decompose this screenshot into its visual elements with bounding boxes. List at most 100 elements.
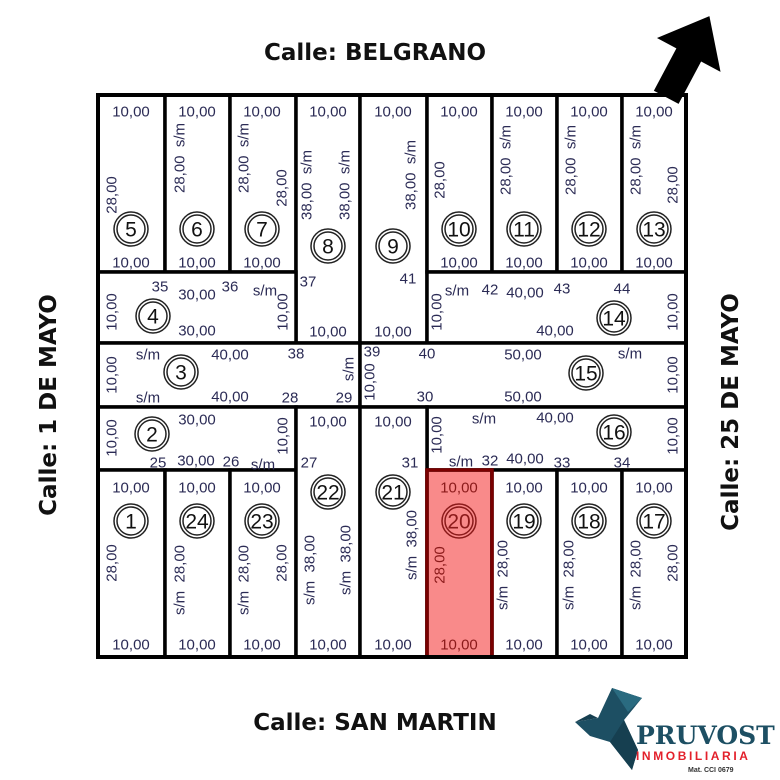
lot-number-badge[interactable]: 9	[375, 228, 411, 264]
logo-license: Mat. CCI 0679	[688, 767, 734, 774]
lot-number: 10	[447, 219, 470, 242]
block-outline	[96, 93, 688, 659]
dimension-label: 30,00	[177, 453, 215, 470]
lot-number: 6	[191, 219, 203, 242]
lot-number: 15	[574, 363, 597, 386]
lot-number-badge[interactable]: 24	[179, 503, 215, 539]
dimension-label: s/m 38,00	[302, 535, 319, 605]
dimension-label: 10,00	[440, 104, 478, 121]
dimension-label: 10,00	[570, 104, 608, 121]
lot-21[interactable]	[358, 405, 429, 659]
dimension-label: 39	[364, 344, 381, 361]
dimension-label: s/m	[341, 357, 358, 381]
dimension-label: s/m 28,00	[495, 540, 512, 610]
dimension-label: 10,00	[635, 637, 673, 654]
dimension-label: 38,00 s/m	[299, 150, 316, 220]
dimension-label: 10,00	[112, 104, 150, 121]
company-logo: PRUVOST INMOBILIARIA Mat. CCI 0679	[575, 688, 775, 774]
dimension-label: 41	[400, 271, 417, 288]
dimension-label: 44	[614, 281, 631, 298]
lot-number-badge[interactable]: 17	[636, 503, 672, 539]
lot-18[interactable]	[555, 468, 624, 659]
dimension-label: 10,00	[309, 637, 347, 654]
lot-number: 12	[577, 219, 600, 242]
dimension-label: 50,00	[504, 389, 542, 406]
lot-number-badge[interactable]: 11	[506, 211, 542, 247]
lot-number: 21	[381, 482, 404, 505]
lot-number: 19	[512, 511, 535, 534]
lot-number-badge[interactable]: 8	[310, 228, 346, 264]
dimension-label: 10,00	[635, 104, 673, 121]
lot-number-badge[interactable]: 7	[244, 211, 280, 247]
lot-number-badge[interactable]: 6	[179, 211, 215, 247]
lot-number: 22	[316, 482, 339, 505]
dimension-label: 10,00	[178, 255, 216, 272]
lot-number-badge[interactable]: 3	[163, 354, 199, 390]
dimension-label: 40,00	[536, 323, 574, 340]
lot-number: 9	[387, 236, 399, 259]
dimension-label: 10,00	[112, 255, 150, 272]
lot-number-badge[interactable]: 16	[596, 414, 632, 450]
dimension-label: 30,00	[178, 323, 216, 340]
lot-3[interactable]	[96, 341, 362, 409]
lot-2[interactable]	[96, 405, 298, 472]
dimension-label: 10,00	[374, 324, 412, 341]
dimension-label: 10,00	[505, 637, 543, 654]
dimension-label: 33	[554, 455, 571, 472]
lot-number-badge[interactable]: 12	[571, 211, 607, 247]
dimension-label: 10,00	[243, 480, 281, 497]
dimension-label: 10,00	[665, 356, 682, 394]
dimension-label: 10,00	[112, 637, 150, 654]
dimension-label: 42	[482, 282, 499, 299]
dimension-label: 27	[301, 455, 318, 472]
dimension-label: s/m	[136, 347, 160, 364]
dimension-label: 10,00	[309, 414, 347, 431]
lot-number: 14	[602, 308, 626, 331]
dimension-label: 10,00	[665, 417, 682, 455]
dimension-label: 10,00	[635, 255, 673, 272]
dimension-label: 10,00	[440, 637, 478, 654]
dimension-label: 10,00	[243, 255, 281, 272]
lot-number-badge[interactable]: 10	[441, 211, 477, 247]
dimension-label: s/m 38,00	[338, 525, 355, 595]
lot-number-badge[interactable]: 4	[135, 298, 171, 334]
lot-number: 2	[146, 424, 158, 447]
lot-number-badge[interactable]: 14	[596, 300, 632, 336]
lot-number-badge[interactable]: 20	[441, 503, 477, 539]
dimension-label: s/m	[472, 411, 496, 428]
lot-number-badge[interactable]: 23	[244, 503, 280, 539]
lot-9[interactable]	[358, 93, 429, 345]
lot-19[interactable]	[490, 468, 559, 659]
dimension-label: s/m 28,00	[172, 545, 189, 615]
dimension-label: s/m	[445, 283, 469, 300]
lot-number-badge[interactable]: 15	[568, 355, 604, 391]
lot-22[interactable]	[294, 405, 362, 659]
dimension-label: s/m	[136, 390, 160, 407]
dimension-label: 10,00	[309, 104, 347, 121]
dimension-label: 10,00	[570, 480, 608, 497]
dimension-label: 43	[554, 281, 571, 298]
lot-number-badge[interactable]: 2	[134, 416, 170, 452]
lot-number-badge[interactable]: 21	[375, 474, 411, 510]
dimension-label: 25	[150, 455, 167, 472]
lot-number-badge[interactable]: 22	[310, 474, 346, 510]
lot-number-badge[interactable]: 18	[571, 503, 607, 539]
dimension-label: 35	[152, 279, 169, 296]
dimension-label: 10,00	[112, 480, 150, 497]
dimension-label: 28,00 s/m	[628, 125, 645, 195]
dimension-label: 10,00	[440, 480, 478, 497]
lot-number: 18	[577, 511, 600, 534]
lot-number-badge[interactable]: 13	[636, 211, 672, 247]
dimension-label: 28,00	[665, 166, 682, 204]
lot-number-badge[interactable]: 1	[113, 503, 149, 539]
dimension-label: 10,00	[374, 104, 412, 121]
dimension-label: s/m 28,00	[236, 545, 253, 615]
lot-number-badge[interactable]: 5	[113, 211, 149, 247]
dimension-label: 10,00	[505, 480, 543, 497]
dimension-label: 10,00	[429, 416, 446, 454]
dimension-label: 30,00	[178, 412, 216, 429]
lot-number-badge[interactable]: 19	[506, 503, 542, 539]
dimension-label: 36	[222, 279, 239, 296]
lot-24[interactable]	[163, 468, 232, 659]
